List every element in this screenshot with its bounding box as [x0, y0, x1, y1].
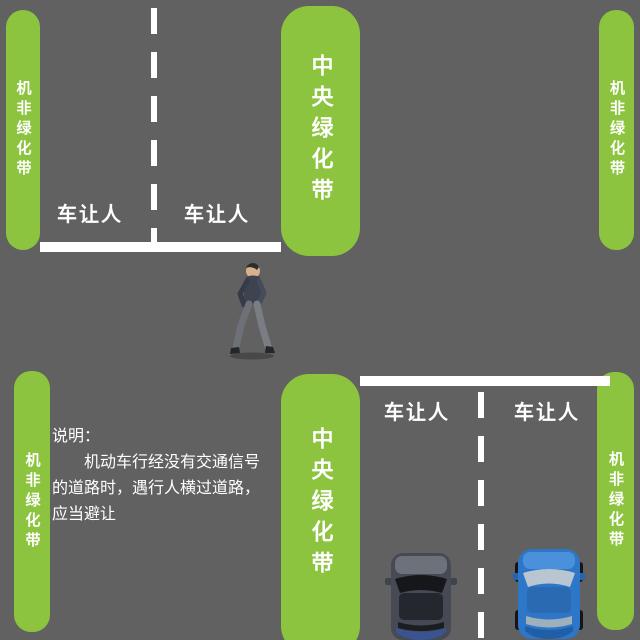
central-greenbelt-top-label: 中央绿化带 — [308, 53, 334, 209]
yield-to-pedestrian-label-bottom-right: 车让人 — [514, 402, 580, 424]
explanation-line: 应当避让 — [52, 506, 117, 523]
greenbelt-top-right: 机非绿化带 — [599, 10, 634, 250]
yield-to-pedestrian-label-top-right: 车让人 — [184, 204, 250, 226]
stop-line-top — [40, 242, 281, 252]
explanation-title: 说明： — [52, 428, 101, 445]
greenbelt-top-right-label: 机非绿化带 — [608, 80, 625, 180]
greenbelt-bottom-right: 机非绿化带 — [597, 372, 634, 630]
greenbelt-bottom-left: 机非绿化带 — [14, 371, 50, 632]
explanation-note: 说明： 机动车行经没有交通信号 的道路时，遇行人横过道路， 应当避让 — [52, 424, 294, 528]
central-greenbelt-bottom: 中央绿化带 — [281, 374, 360, 640]
greenbelt-top-left-label: 机非绿化带 — [14, 80, 32, 180]
greenbelt-top-left: 机非绿化带 — [6, 10, 40, 250]
central-greenbelt-top: 中央绿化带 — [281, 6, 360, 256]
central-greenbelt-bottom-label: 中央绿化带 — [308, 426, 334, 582]
dark-van-icon — [384, 552, 458, 640]
pedestrian-icon — [221, 262, 283, 360]
yield-to-pedestrian-label-bottom-left: 车让人 — [384, 402, 450, 424]
greenbelt-bottom-right-label: 机非绿化带 — [607, 451, 624, 551]
lane-divider-dashed-bottom — [478, 392, 484, 640]
greenbelt-bottom-left-label: 机非绿化带 — [23, 451, 41, 552]
lane-divider-dashed-top — [151, 8, 157, 242]
stop-line-bottom — [360, 376, 610, 386]
yield-to-pedestrian-label-top-left: 车让人 — [57, 204, 123, 226]
explanation-line: 的道路时，遇行人横过道路， — [52, 480, 261, 497]
explanation-line: 机动车行经没有交通信号 — [84, 454, 261, 471]
blue-car-icon — [512, 548, 586, 640]
